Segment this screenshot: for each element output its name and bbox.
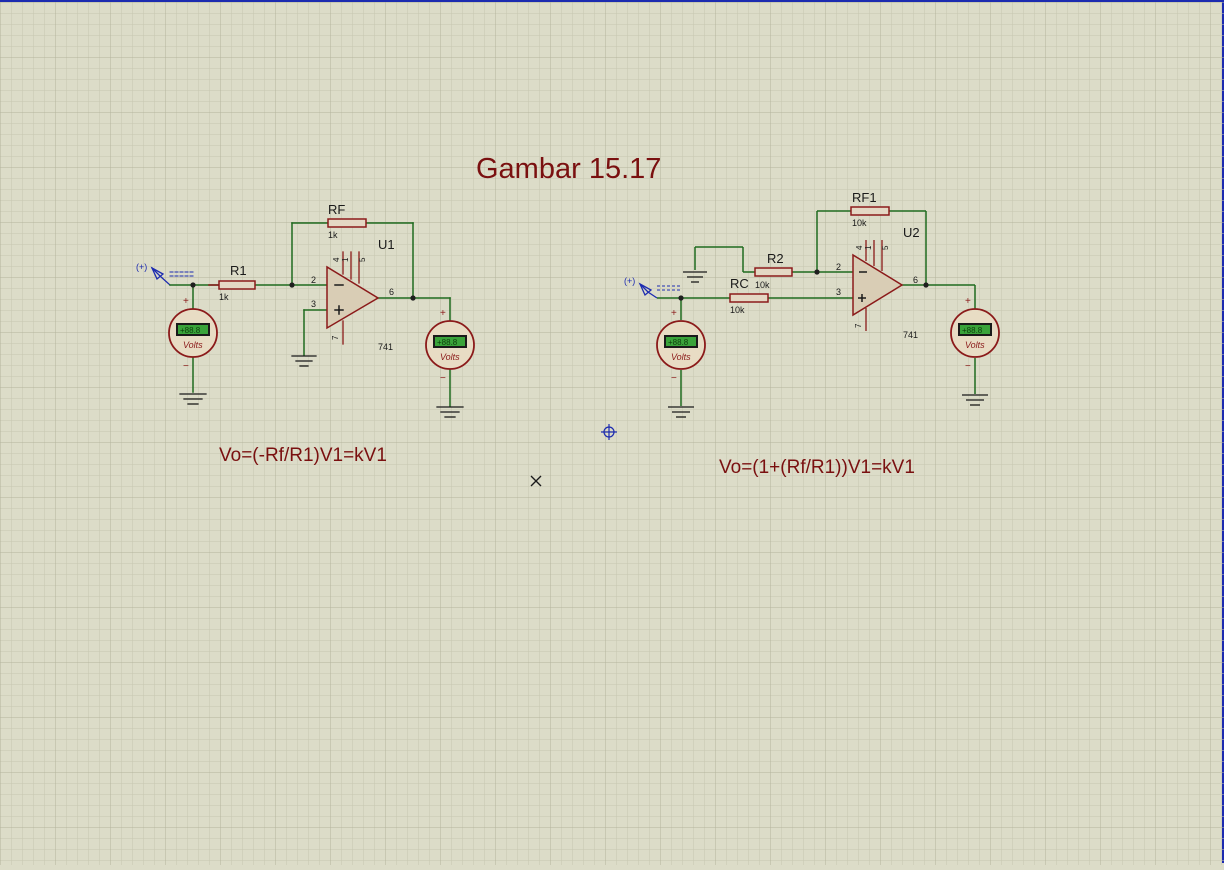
meter-out-2-display: +88.8 [962,326,983,335]
u2-name: U2 [903,225,920,240]
rf-name: RF [328,202,345,217]
u1-part: 741 [378,342,393,352]
voltmeter-output-1[interactable]: +88.8 Volts + − [425,308,475,384]
u2-pin5: 5 [881,245,890,250]
input-terminal-label-1: (+) [136,262,147,272]
meter-in-2-plus: + [671,308,677,319]
formula-inverting[interactable]: Vo=(-Rf/R1)V1=kV1 [219,445,387,466]
meter-in-1-display: +88.8 [180,326,201,335]
meter-out-2-plus: + [965,296,971,307]
resistor-rc[interactable]: RC 10k [729,276,769,315]
ground-icon [962,394,988,406]
r1-value: 1k [219,292,229,302]
resistor-rf[interactable]: RF 1k [327,202,367,240]
meter-in-1-minus: − [183,361,189,372]
u2-pin2: 2 [836,262,841,272]
ground-icon [291,355,317,367]
u2-pin4: 4 [855,245,864,250]
u2-pin1: 1 [864,245,873,250]
meter-out-1-minus: − [440,373,446,384]
ground-icon [668,406,694,418]
meter-out-2-minus: − [965,361,971,372]
u1-pin6: 6 [389,287,394,297]
voltmeter-input-2[interactable]: +88.8 Volts + − [656,308,706,384]
meter-in-2-minus: − [671,373,677,384]
u1-pin2: 2 [311,275,316,285]
rf1-name: RF1 [852,190,877,205]
u2-part: 741 [903,330,918,340]
resistor-r1[interactable]: R1 1k [208,263,256,302]
ground-icon [683,271,707,283]
u2-pin6: 6 [913,275,918,285]
meter-in-1-plus: + [183,296,189,307]
r2-name: R2 [767,251,784,266]
sheet-title[interactable]: Gambar 15.17 [476,153,661,185]
u2-pin7: 7 [854,323,863,328]
input-terminal-2[interactable]: (+) [624,276,682,299]
u1-name: U1 [378,237,395,252]
opamp-u2[interactable]: U2 741 2 3 6 4 1 5 7 [836,225,920,340]
rc-value: 10k [730,305,745,315]
rc-name: RC [730,276,749,291]
ground-icon [436,406,464,418]
ground-icon [179,393,207,405]
circuit-noninverting: (+) R2 10k [624,190,1000,478]
voltmeter-output-2[interactable]: +88.8 Volts + − [950,296,1000,372]
input-terminal-label-2: (+) [624,276,635,286]
meter-out-1-unit: Volts [440,352,460,362]
formula-noninverting[interactable]: Vo=(1+(Rf/R1))V1=kV1 [719,457,915,478]
cursor-x-icon [530,475,542,487]
input-terminal-1[interactable]: (+) [136,262,195,286]
u2-pin3: 3 [836,287,841,297]
r2-value: 10k [755,280,770,290]
rf-value: 1k [328,230,338,240]
meter-out-2-unit: Volts [965,340,985,350]
u1-pin3: 3 [311,299,316,309]
resistor-r2[interactable]: R2 10k [754,251,793,290]
meter-in-1-unit: Volts [183,340,203,350]
meter-out-1-plus: + [440,308,446,319]
meter-in-2-unit: Volts [671,352,691,362]
u1-pin4: 4 [332,257,341,262]
opamp-u1[interactable]: U1 741 2 3 6 4 1 5 7 [311,237,395,352]
resistor-rf1[interactable]: RF1 10k [850,190,890,228]
u1-pin5: 5 [358,257,367,262]
u1-pin1: 1 [341,257,350,262]
origin-marker-icon [601,424,617,440]
rf1-value: 10k [852,218,867,228]
wires-2 [657,210,976,406]
r1-name: R1 [230,263,247,278]
u1-pin7: 7 [331,335,340,340]
circuit-inverting: (+) R1 1k [136,202,475,466]
voltmeter-input-1[interactable]: +88.8 Volts + − [168,296,218,372]
meter-in-2-display: +88.8 [668,338,689,347]
meter-out-1-display: +88.8 [437,338,458,347]
